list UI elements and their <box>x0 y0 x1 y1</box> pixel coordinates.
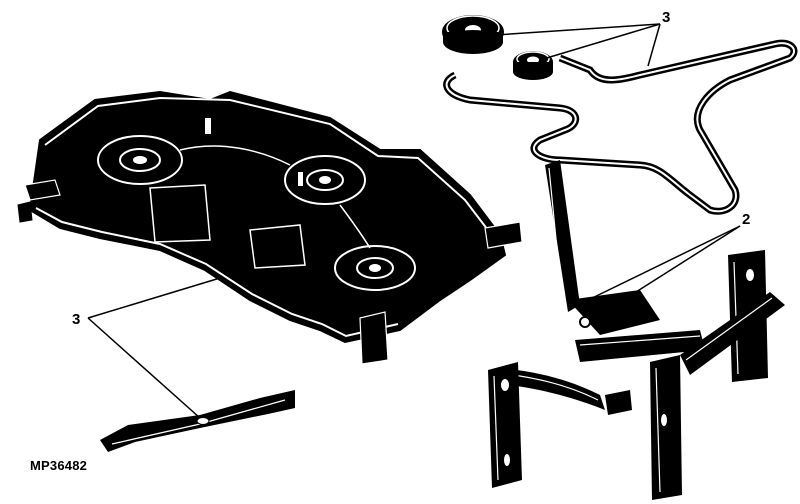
deck-spindle-right <box>334 245 416 291</box>
mower-deck <box>17 90 523 365</box>
pulley-large <box>442 15 504 54</box>
lift-linkage <box>488 160 785 500</box>
deck-spindle-left <box>97 135 183 185</box>
callout-label-blade: 3 <box>72 311 81 328</box>
callout-label-pulleys: 3 <box>662 9 671 26</box>
drive-belt <box>443 39 798 215</box>
deck-spindle-center <box>284 155 366 205</box>
callout-label-linkage: 2 <box>742 211 751 228</box>
figure-code: MP36482 <box>30 458 88 473</box>
leader-lines <box>87 23 741 419</box>
mower-blade <box>100 390 295 452</box>
pulley-small <box>513 51 553 80</box>
